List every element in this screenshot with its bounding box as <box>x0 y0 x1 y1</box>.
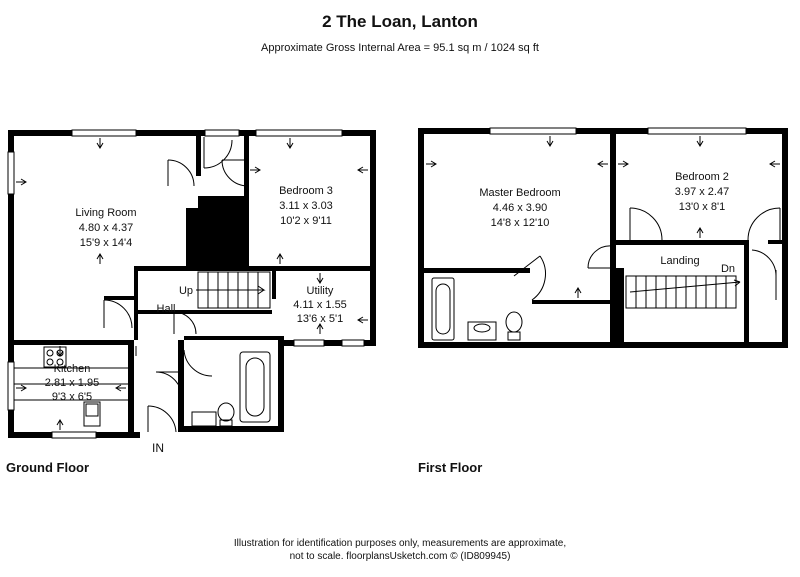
bedroom2-imperial: 13'0 x 8'1 <box>679 201 725 213</box>
disclaimer-line-1: Illustration for identification purposes… <box>233 538 567 549</box>
bedroom2-metric: 3.97 x 2.47 <box>675 186 729 198</box>
entrance-label: IN <box>152 441 164 455</box>
ground-floor-label: Ground Floor <box>6 460 90 475</box>
first-floor-label: First Floor <box>418 460 483 475</box>
utility-imperial: 13'6 x 5'1 <box>297 313 343 325</box>
living-room-metric: 4.80 x 4.37 <box>79 222 133 234</box>
ground-stairs-up-label: Up <box>179 285 193 297</box>
kitchen-imperial: 9'3 x 6'5 <box>52 391 92 403</box>
utility-metric: 4.11 x 1.55 <box>293 299 347 311</box>
utility-name: Utility <box>307 285 334 297</box>
master-bedroom-metric: 4.46 x 3.90 <box>493 202 547 214</box>
gross-area: Approximate Gross Internal Area = 95.1 s… <box>261 42 539 54</box>
disclaimer-line-2: not to scale. floorplansUsketch.com © (I… <box>289 551 511 562</box>
disclaimer: Illustration for identification purposes… <box>0 537 800 563</box>
bedroom3-imperial: 10'2 x 9'11 <box>280 215 332 227</box>
bedroom2-name: Bedroom 2 <box>675 171 729 183</box>
living-room-name: Living Room <box>75 207 136 219</box>
plan-title: 2 The Loan, Lanton <box>322 12 478 31</box>
first-stairs-down-label: Dn <box>721 263 735 275</box>
kitchen-name: Kitchen <box>54 363 91 375</box>
bedroom3-name: Bedroom 3 <box>279 185 333 197</box>
kitchen-metric: 2.81 x 1.95 <box>45 377 99 389</box>
hall-name: Hall <box>157 303 176 315</box>
living-room-imperial: 15'9 x 14'4 <box>80 237 133 249</box>
master-bedroom-imperial: 14'8 x 12'10 <box>491 217 550 229</box>
landing-name: Landing <box>660 255 699 267</box>
bedroom3-metric: 3.11 x 3.03 <box>279 200 333 212</box>
master-bedroom-name: Master Bedroom <box>479 187 560 199</box>
